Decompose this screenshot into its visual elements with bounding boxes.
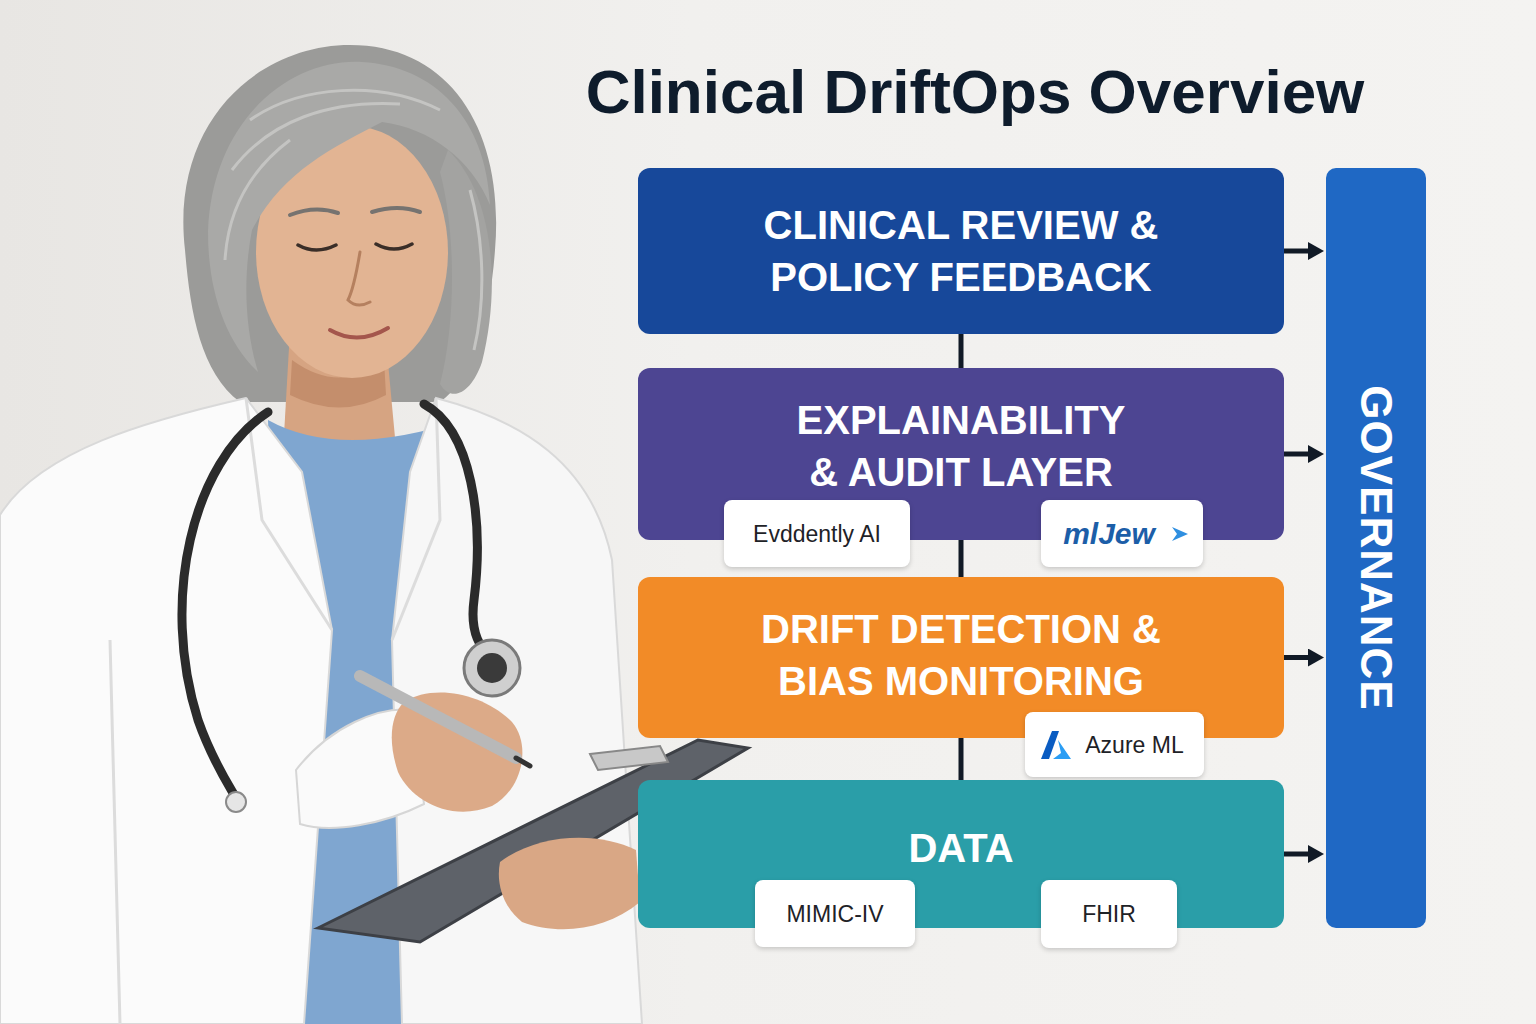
nose — [348, 252, 370, 305]
connector — [959, 738, 964, 780]
box-label: FHIR — [1082, 900, 1136, 928]
box-label: Evddently AI — [753, 520, 881, 548]
pen — [360, 676, 516, 758]
tool-badge: mlJew — [1041, 500, 1203, 567]
layer-box: DATA MIMIC-IV FHIR — [638, 780, 1284, 928]
box-label: DATA — [908, 822, 1013, 874]
hair-front — [208, 62, 490, 372]
hair-back — [183, 45, 496, 402]
tool-badge: FHIR — [1041, 880, 1177, 948]
box-label: Azure ML — [1085, 731, 1183, 759]
connector — [1284, 655, 1308, 660]
holding-hand — [499, 838, 640, 930]
stethoscope-tip — [226, 792, 246, 812]
tool-badge: MIMIC-IV — [755, 880, 915, 947]
layer-box: EXPLAINABILITY & AUDIT LAYEREvddently AI… — [638, 368, 1284, 540]
connector — [1284, 452, 1308, 457]
mlflow-logo-arrow — [1171, 525, 1189, 543]
connector — [959, 334, 964, 368]
vertical-label: GOVERNANCE — [1351, 385, 1401, 710]
box-label: CLINICAL REVIEW & POLICY FEEDBACK — [741, 199, 1181, 303]
eyebrows — [290, 208, 420, 215]
clipboard-clip — [590, 746, 668, 770]
box-label: DRIFT DETECTION & BIAS MONITORING — [741, 603, 1181, 707]
stethoscope-tube-right — [424, 404, 490, 656]
stethoscope-diaphragm — [477, 653, 507, 683]
coat-left — [0, 398, 332, 1024]
governance-bar: GOVERNANCE — [1326, 168, 1426, 928]
stethoscope-tube-left — [182, 412, 268, 798]
layer-box: CLINICAL REVIEW & POLICY FEEDBACK — [638, 168, 1284, 334]
connector — [1284, 249, 1308, 254]
layer-box: DRIFT DETECTION & BIAS MONITORING Azure … — [638, 577, 1284, 738]
box-label: mlJew — [1063, 520, 1155, 548]
tool-badge: Azure ML — [1025, 712, 1204, 777]
connector — [1284, 852, 1308, 857]
box-label: MIMIC-IV — [786, 900, 883, 928]
azure-logo — [1041, 731, 1071, 759]
diagram-title: Clinical DriftOps Overview — [586, 56, 1365, 128]
hair-side — [440, 150, 492, 394]
box-label: EXPLAINABILITY & AUDIT LAYER — [781, 394, 1141, 498]
connector — [959, 540, 964, 577]
tool-badge: Evddently AI — [724, 500, 910, 567]
mouth — [330, 328, 388, 338]
stethoscope-chestpiece — [464, 640, 520, 696]
pen-tip — [516, 758, 530, 766]
hair-strands — [225, 90, 482, 350]
eyes — [298, 244, 412, 250]
